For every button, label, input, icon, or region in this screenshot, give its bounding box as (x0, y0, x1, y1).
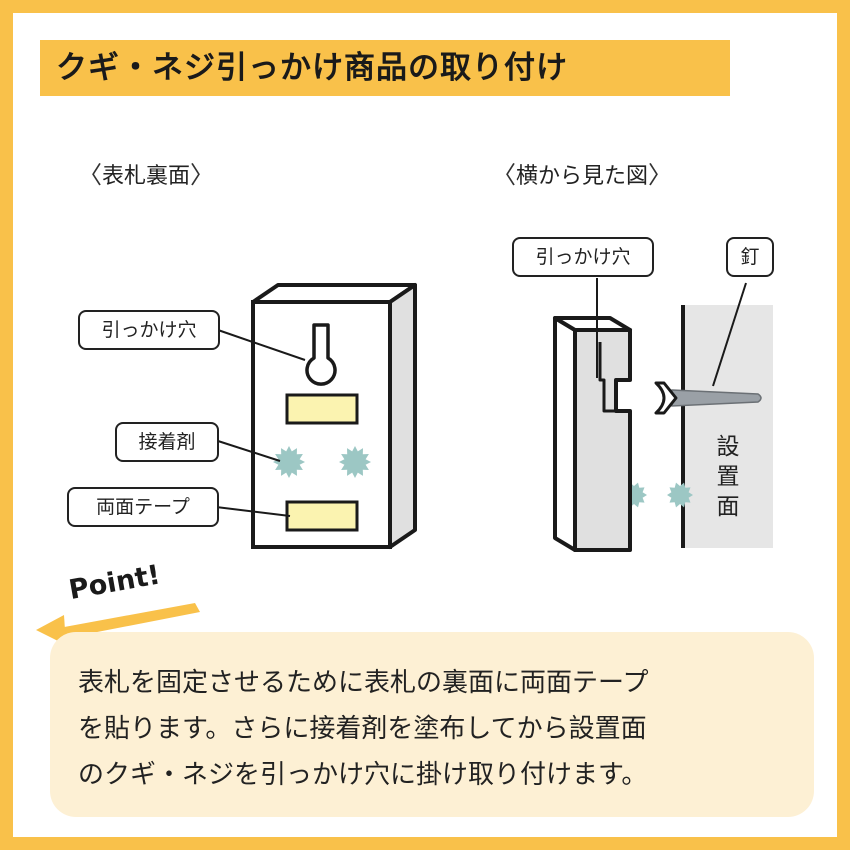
point-line: を貼ります。さらに接着剤を塗布してから設置面 (78, 714, 647, 744)
wall-surface (683, 305, 773, 548)
point-line: 表札を固定させるために表札の裏面に両面テープ (78, 668, 649, 698)
label-side-hook-hole: 引っかけ穴 (512, 237, 654, 277)
leader-line-hook (217, 329, 306, 361)
sign-side-body (573, 328, 632, 552)
left-angle-icon: 〈 (78, 161, 102, 189)
point-line: のクギ・ネジを引っかけ穴に掛け取り付けます。 (78, 760, 648, 790)
side-view-heading: 〈横から見た図〉 (492, 160, 672, 192)
back-view-heading-text: 表札裏面 (102, 164, 191, 189)
sign-back-view (251, 283, 417, 549)
label-hook-hole: 引っかけ穴 (78, 310, 220, 350)
point-underline (48, 603, 200, 640)
leader-line-tape (215, 506, 291, 517)
label-double-sided-tape: 両面テープ (67, 487, 219, 527)
mounting-surface-char: 置 (716, 464, 740, 490)
sign-side-face (388, 283, 417, 549)
adhesive-dot-icon (667, 482, 693, 508)
back-view-heading: 〈表札裏面〉 (78, 160, 214, 192)
keyhole-hook-icon (305, 323, 337, 386)
label-mounting-surface: 設 置 面 (713, 432, 743, 522)
right-angle-icon: 〉 (648, 161, 673, 189)
leader-line-nail (712, 282, 747, 387)
sign-front-edge (553, 316, 577, 552)
label-nail: 釘 (726, 237, 774, 277)
point-text: 表札を固定させるために表札の裏面に両面テープ を貼ります。さらに接着剤を塗布して… (78, 660, 818, 798)
label-adhesive: 接着剤 (115, 422, 219, 462)
leader-line-adhesive (217, 440, 281, 462)
adhesive-dot-icon (273, 446, 305, 478)
point-note-box (50, 632, 814, 817)
nail-head-icon (654, 381, 678, 415)
mounting-surface-char: 面 (716, 494, 740, 520)
page-title: クギ・ネジ引っかけ商品の取り付け (56, 50, 568, 86)
hook-slot-profile (598, 342, 616, 413)
nail-shaft (671, 389, 762, 407)
left-angle-icon: 〈 (492, 161, 516, 189)
right-angle-icon: 〉 (190, 161, 215, 189)
mounting-surface-char: 設 (716, 434, 740, 460)
tape-strip-top (285, 393, 359, 425)
title-bar (40, 40, 730, 96)
adhesive-dot-icon (339, 446, 371, 478)
tape-strip-bottom (285, 500, 359, 532)
side-view-heading-text: 横から見た図 (516, 164, 649, 189)
side-view (553, 305, 773, 552)
